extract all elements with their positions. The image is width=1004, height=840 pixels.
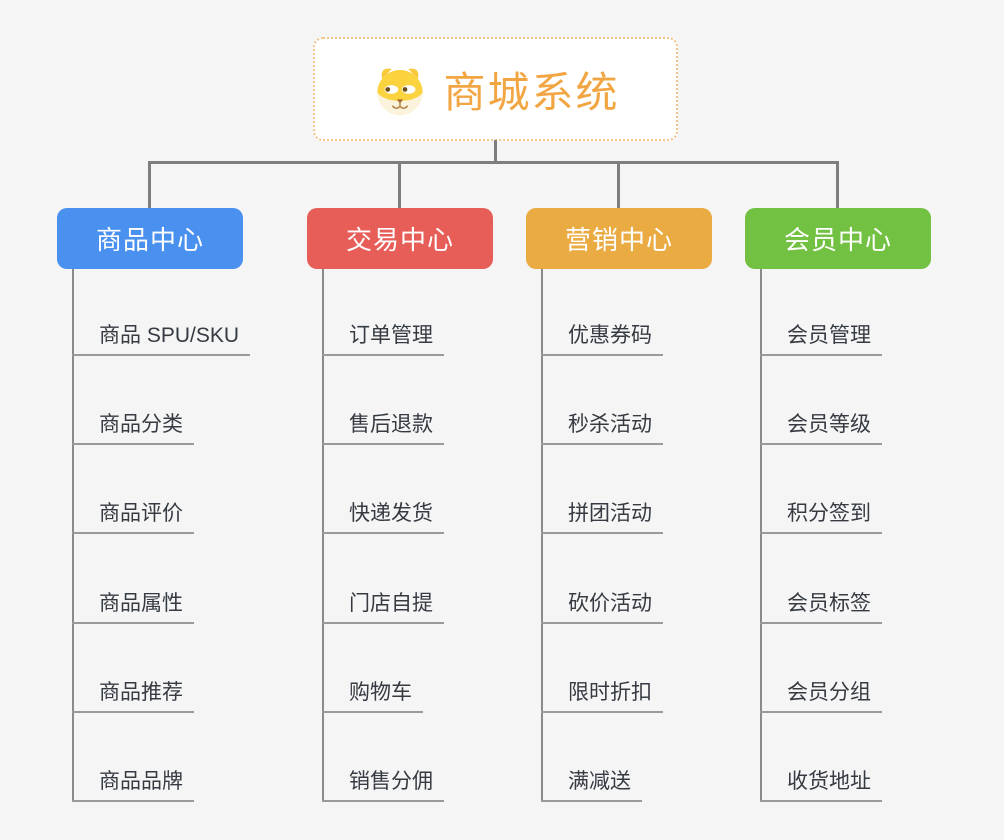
- branch-node-marketing-center[interactable]: 营销中心: [526, 208, 712, 269]
- branch-label: 会员中心: [783, 225, 892, 255]
- connector-drop-branch-3: [617, 161, 620, 209]
- connector-drop-branch-1: [148, 161, 151, 209]
- branch-label: 交易中心: [345, 225, 454, 255]
- branch-node-trade-center[interactable]: 交易中心: [307, 208, 493, 269]
- leaf-node[interactable]: 订单管理: [322, 322, 444, 356]
- branch-node-member-center[interactable]: 会员中心: [745, 208, 931, 269]
- leaf-node[interactable]: 满减送: [541, 768, 642, 802]
- connector-drop-branch-2: [398, 161, 401, 209]
- leaf-node[interactable]: 会员管理: [760, 322, 882, 356]
- branch-spine-line: [322, 269, 324, 802]
- branch-spine-line: [541, 269, 543, 802]
- leaf-node[interactable]: 商品推荐: [72, 679, 194, 713]
- leaf-node[interactable]: 商品属性: [72, 590, 194, 624]
- root-title: 商城系统: [443, 68, 620, 116]
- branch-spine-line: [72, 269, 74, 802]
- leaf-node[interactable]: 购物车: [322, 679, 423, 713]
- root-node[interactable]: 商城系统: [313, 37, 678, 141]
- connector-root-stub: [494, 140, 497, 164]
- leaf-node[interactable]: 会员分组: [760, 679, 882, 713]
- branch-label: 营销中心: [564, 225, 673, 255]
- leaf-node[interactable]: 砍价活动: [541, 590, 663, 624]
- branch-label: 商品中心: [95, 225, 204, 255]
- leaf-node[interactable]: 商品品牌: [72, 768, 194, 802]
- leaf-node[interactable]: 限时折扣: [541, 679, 663, 713]
- leaf-node[interactable]: 门店自提: [322, 590, 444, 624]
- leaf-node[interactable]: 商品评价: [72, 500, 194, 534]
- leaf-node[interactable]: 优惠券码: [541, 322, 663, 356]
- leaf-node[interactable]: 商品分类: [72, 411, 194, 445]
- leaf-node[interactable]: 会员等级: [760, 411, 882, 445]
- dog-face-icon: [377, 68, 424, 116]
- leaf-node[interactable]: 积分签到: [760, 500, 882, 534]
- leaf-node[interactable]: 快递发货: [322, 500, 444, 534]
- leaf-node[interactable]: 收货地址: [760, 768, 882, 802]
- connector-drop-branch-4: [836, 161, 839, 209]
- branch-spine-line: [760, 269, 762, 802]
- leaf-node[interactable]: 秒杀活动: [541, 411, 663, 445]
- leaf-node[interactable]: 售后退款: [322, 411, 444, 445]
- leaf-node[interactable]: 销售分佣: [322, 768, 444, 802]
- leaf-node[interactable]: 商品 SPU/SKU: [72, 322, 251, 356]
- leaf-node[interactable]: 拼团活动: [541, 500, 663, 534]
- connector-horizontal-bar: [148, 161, 839, 164]
- branch-node-product-center[interactable]: 商品中心: [57, 208, 243, 269]
- leaf-node[interactable]: 会员标签: [760, 590, 882, 624]
